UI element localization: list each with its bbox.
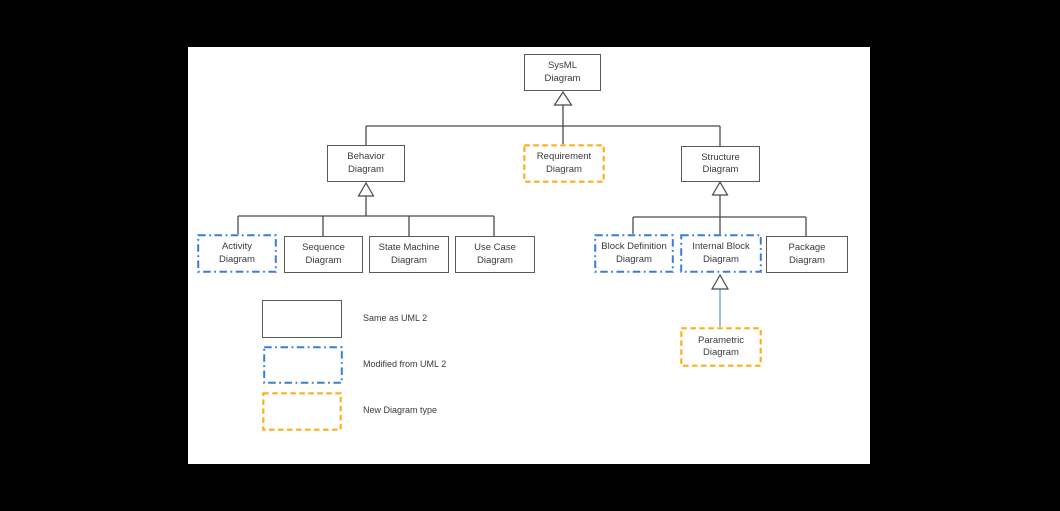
legend-label-new-diagram-type: New Diagram type <box>363 405 438 415</box>
node-state-machine-diagram-label: State Machine Diagram <box>378 242 440 266</box>
generalization-arrow-behavior <box>357 181 375 197</box>
node-sequence-diagram-label: Sequence Diagram <box>302 242 345 266</box>
node-behavior-diagram: Behavior Diagram <box>327 145 405 182</box>
node-parametric-diagram-label: Parametric Diagram <box>698 334 744 358</box>
node-activity-diagram-label: Activity Diagram <box>219 241 255 265</box>
node-sequence-diagram: Sequence Diagram <box>284 236 363 273</box>
node-structure-diagram-label: Structure Diagram <box>701 151 740 175</box>
legend-label-modified-from-uml2: Modified from UML 2 <box>363 359 447 369</box>
new-dashed-border <box>523 144 605 183</box>
legend-label-same-as-uml2: Same as UML 2 <box>363 313 428 323</box>
node-use-case-diagram-label: Use Case Diagram <box>474 242 516 266</box>
new-dashed-border <box>680 327 762 367</box>
generalization-arrow-internal-block <box>710 273 730 290</box>
node-requirement-diagram-label: Requirement Diagram <box>536 151 592 175</box>
legend-swatch-new-diagram-type <box>262 392 342 431</box>
legend-swatch-modified-from-uml2 <box>263 346 343 384</box>
node-structure-diagram: Structure Diagram <box>681 146 760 182</box>
node-state-machine-diagram: State Machine Diagram <box>369 236 449 273</box>
node-block-definition-diagram-label: Block Definition Diagram <box>601 241 667 265</box>
new-dashed-border <box>262 392 342 431</box>
node-requirement-diagram: Requirement Diagram <box>523 144 605 183</box>
node-use-case-diagram: Use Case Diagram <box>455 236 535 273</box>
node-package-diagram-label: Package Diagram <box>788 242 826 266</box>
node-sysml-diagram: SysML Diagram <box>524 54 601 91</box>
legend-swatch-same-as-uml2 <box>262 300 342 338</box>
node-parametric-diagram: Parametric Diagram <box>680 327 762 367</box>
modified-dashdot-border <box>263 346 343 384</box>
node-package-diagram: Package Diagram <box>766 236 848 273</box>
node-internal-block-diagram-label: Internal Block Diagram <box>692 241 750 265</box>
modified-dashdot-border <box>594 234 674 273</box>
node-activity-diagram: Activity Diagram <box>197 234 277 273</box>
node-internal-block-diagram: Internal Block Diagram <box>680 234 762 273</box>
generalization-arrow-structure <box>711 180 729 196</box>
node-block-definition-diagram: Block Definition Diagram <box>594 234 674 273</box>
modified-dashdot-border <box>680 234 762 273</box>
node-sysml-diagram-label: SysML Diagram <box>544 60 581 84</box>
modified-dashdot-border <box>197 234 277 273</box>
generalization-arrow-sysml <box>553 90 573 106</box>
node-behavior-diagram-label: Behavior Diagram <box>347 151 385 175</box>
